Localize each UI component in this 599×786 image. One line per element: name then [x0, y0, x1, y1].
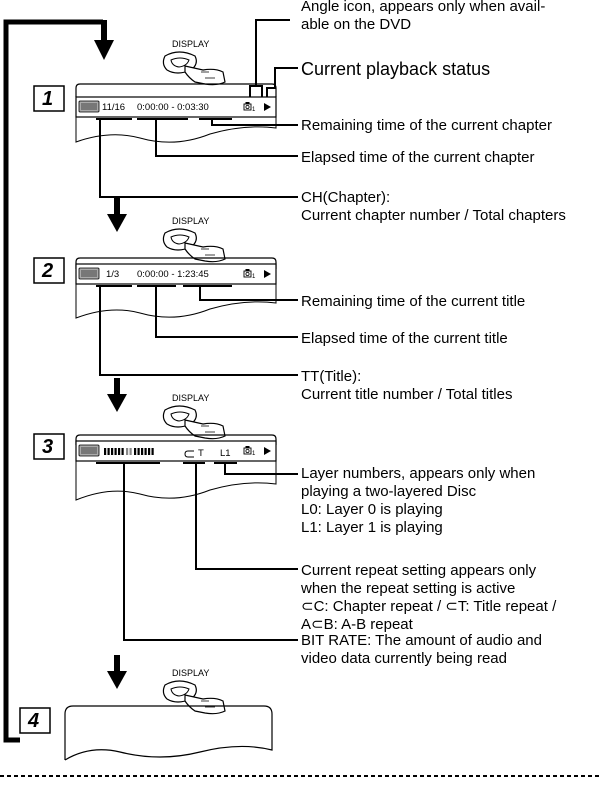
- bit-rate-meter: [104, 448, 154, 455]
- svg-text:L1: L1: [220, 448, 231, 459]
- svg-text:DISPLAY: DISPLAY: [172, 668, 209, 678]
- repeat-icon: [184, 450, 194, 458]
- svg-text:4: 4: [27, 710, 39, 732]
- callout-remaining-title: Remaining time of the current title: [301, 293, 525, 310]
- svg-text:3: 3: [42, 436, 53, 458]
- callout-angle-icon: Angle icon, appears only when avail-able…: [301, 0, 545, 33]
- loop-line: [3, 19, 103, 743]
- remote-display-button-0: DISPLAY: [162, 39, 226, 86]
- down-arrow-2: [107, 378, 127, 412]
- osd-screen-2: [75, 257, 277, 269]
- svg-text:1: 1: [42, 88, 53, 110]
- callout-playback-status: Current playback status: [301, 59, 490, 79]
- svg-text:2: 2: [41, 260, 53, 282]
- down-arrow-3: [107, 655, 127, 689]
- callout-elapsed-title: Elapsed time of the current title: [301, 330, 508, 347]
- remote-display-button-1: DISPLAY: [162, 216, 226, 263]
- svg-text:T: T: [198, 448, 204, 459]
- svg-text:11/16: 11/16: [102, 102, 125, 113]
- osd-screen-4: [64, 705, 273, 761]
- callout-title-number: TT(Title):Current title number / Total t…: [301, 368, 512, 403]
- osd-screen-3: [75, 434, 277, 445]
- step-2: 2 1/3 0:00:00 - 1:23:45 Remaining time o…: [33, 257, 525, 403]
- callout-chapter-number: CH(Chapter):Current chapter number / Tot…: [301, 189, 566, 224]
- step-1: 1 11/16 0:00:00 - 0:03:30 Angle icon, ap…: [33, 0, 566, 224]
- step-4: 4: [19, 705, 273, 761]
- remote-display-button-2: DISPLAY: [162, 393, 226, 440]
- remote-display-button-3: DISPLAY: [162, 668, 226, 715]
- osd-screen-1: [75, 83, 277, 97]
- down-arrow-1: [107, 198, 127, 232]
- svg-text:DISPLAY: DISPLAY: [172, 39, 209, 49]
- svg-text:DISPLAY: DISPLAY: [172, 216, 209, 226]
- svg-text:DISPLAY: DISPLAY: [172, 393, 209, 403]
- callout-remaining-chapter: Remaining time of the current chapter: [301, 117, 552, 134]
- svg-text:0:00:00 - 0:03:30: 0:00:00 - 0:03:30: [137, 102, 209, 113]
- svg-text:1/3: 1/3: [106, 269, 119, 280]
- down-arrow-0: [94, 20, 114, 60]
- callout-elapsed-chapter: Elapsed time of the current chapter: [301, 149, 534, 166]
- svg-text:0:00:00 - 1:23:45: 0:00:00 - 1:23:45: [137, 269, 209, 280]
